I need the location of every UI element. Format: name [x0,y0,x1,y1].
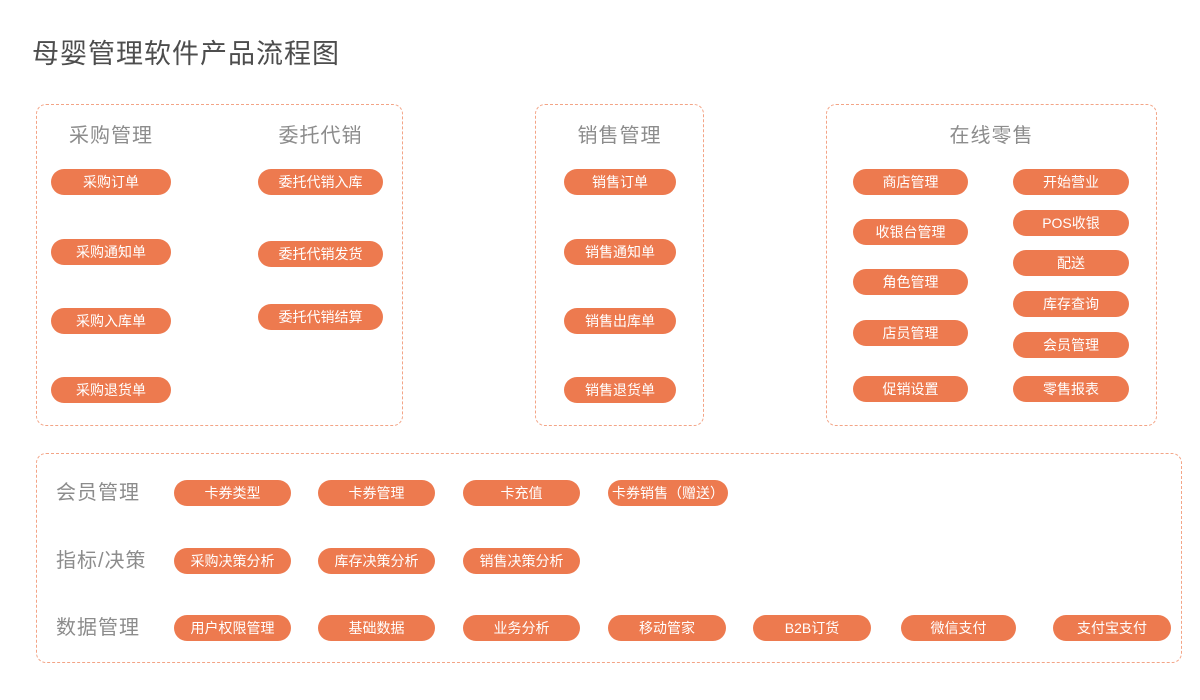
basic-data-button[interactable]: 基础数据 [318,615,435,641]
purchase-decision-button[interactable]: 采购决策分析 [174,548,291,574]
card-sale-gift-button[interactable]: 卡券销售（赠送） [608,480,728,506]
consignment-ship-button[interactable]: 委托代销发货 [258,241,383,267]
data-row-label: 数据管理 [56,617,140,639]
purchase-inbound-button[interactable]: 采购入库单 [51,308,171,334]
sales-return-button[interactable]: 销售退货单 [564,377,676,403]
inventory-query-button[interactable]: 库存查询 [1013,291,1129,317]
card-recharge-button[interactable]: 卡充值 [463,480,580,506]
panel-purchase-consignment: 采购管理 委托代销 采购订单 采购通知单 采购入库单 采购退货单 委托代销入库 … [36,104,403,426]
sales-notice-button[interactable]: 销售通知单 [564,239,676,265]
pos-cashier-button[interactable]: POS收银 [1013,210,1129,236]
clerk-management-button[interactable]: 店员管理 [853,320,968,346]
business-analysis-button[interactable]: 业务分析 [463,615,580,641]
retail-report-button[interactable]: 零售报表 [1013,376,1129,402]
card-management-button[interactable]: 卡券管理 [318,480,435,506]
sales-decision-button[interactable]: 销售决策分析 [463,548,580,574]
panel-bottom: 会员管理 卡券类型 卡券管理 卡充值 卡券销售（赠送） 指标/决策 采购决策分析… [36,453,1182,663]
delivery-button[interactable]: 配送 [1013,250,1129,276]
consignment-inbound-button[interactable]: 委托代销入库 [258,169,383,195]
purchase-section-header: 采购管理 [69,125,153,147]
purchase-notice-button[interactable]: 采购通知单 [51,239,171,265]
card-type-button[interactable]: 卡券类型 [174,480,291,506]
member-row-label: 会员管理 [56,482,140,504]
purchase-return-button[interactable]: 采购退货单 [51,377,171,403]
mobile-manager-button[interactable]: 移动管家 [608,615,726,641]
sales-order-button[interactable]: 销售订单 [564,169,676,195]
decision-row-label: 指标/决策 [56,550,147,572]
panel-sales: 销售管理 销售订单 销售通知单 销售出库单 销售退货单 [535,104,704,426]
member-management-button[interactable]: 会员管理 [1013,332,1129,358]
sales-section-header: 销售管理 [577,125,662,147]
consignment-settle-button[interactable]: 委托代销结算 [258,304,383,330]
consignment-section-header: 委托代销 [278,125,363,147]
open-business-button[interactable]: 开始营业 [1013,169,1129,195]
promotion-settings-button[interactable]: 促销设置 [853,376,968,402]
cashier-management-button[interactable]: 收银台管理 [853,219,968,245]
sales-outbound-button[interactable]: 销售出库单 [564,308,676,334]
shop-management-button[interactable]: 商店管理 [853,169,968,195]
page-title: 母婴管理软件产品流程图 [32,39,340,69]
panel-online-retail: 在线零售 商店管理 收银台管理 角色管理 店员管理 促销设置 开始营业 POS收… [826,104,1157,426]
user-permission-button[interactable]: 用户权限管理 [174,615,291,641]
inventory-decision-button[interactable]: 库存决策分析 [318,548,435,574]
b2b-order-button[interactable]: B2B订货 [753,615,871,641]
retail-section-header: 在线零售 [949,125,1034,147]
wechat-pay-button[interactable]: 微信支付 [901,615,1016,641]
alipay-button[interactable]: 支付宝支付 [1053,615,1171,641]
role-management-button[interactable]: 角色管理 [853,269,968,295]
purchase-order-button[interactable]: 采购订单 [51,169,171,195]
